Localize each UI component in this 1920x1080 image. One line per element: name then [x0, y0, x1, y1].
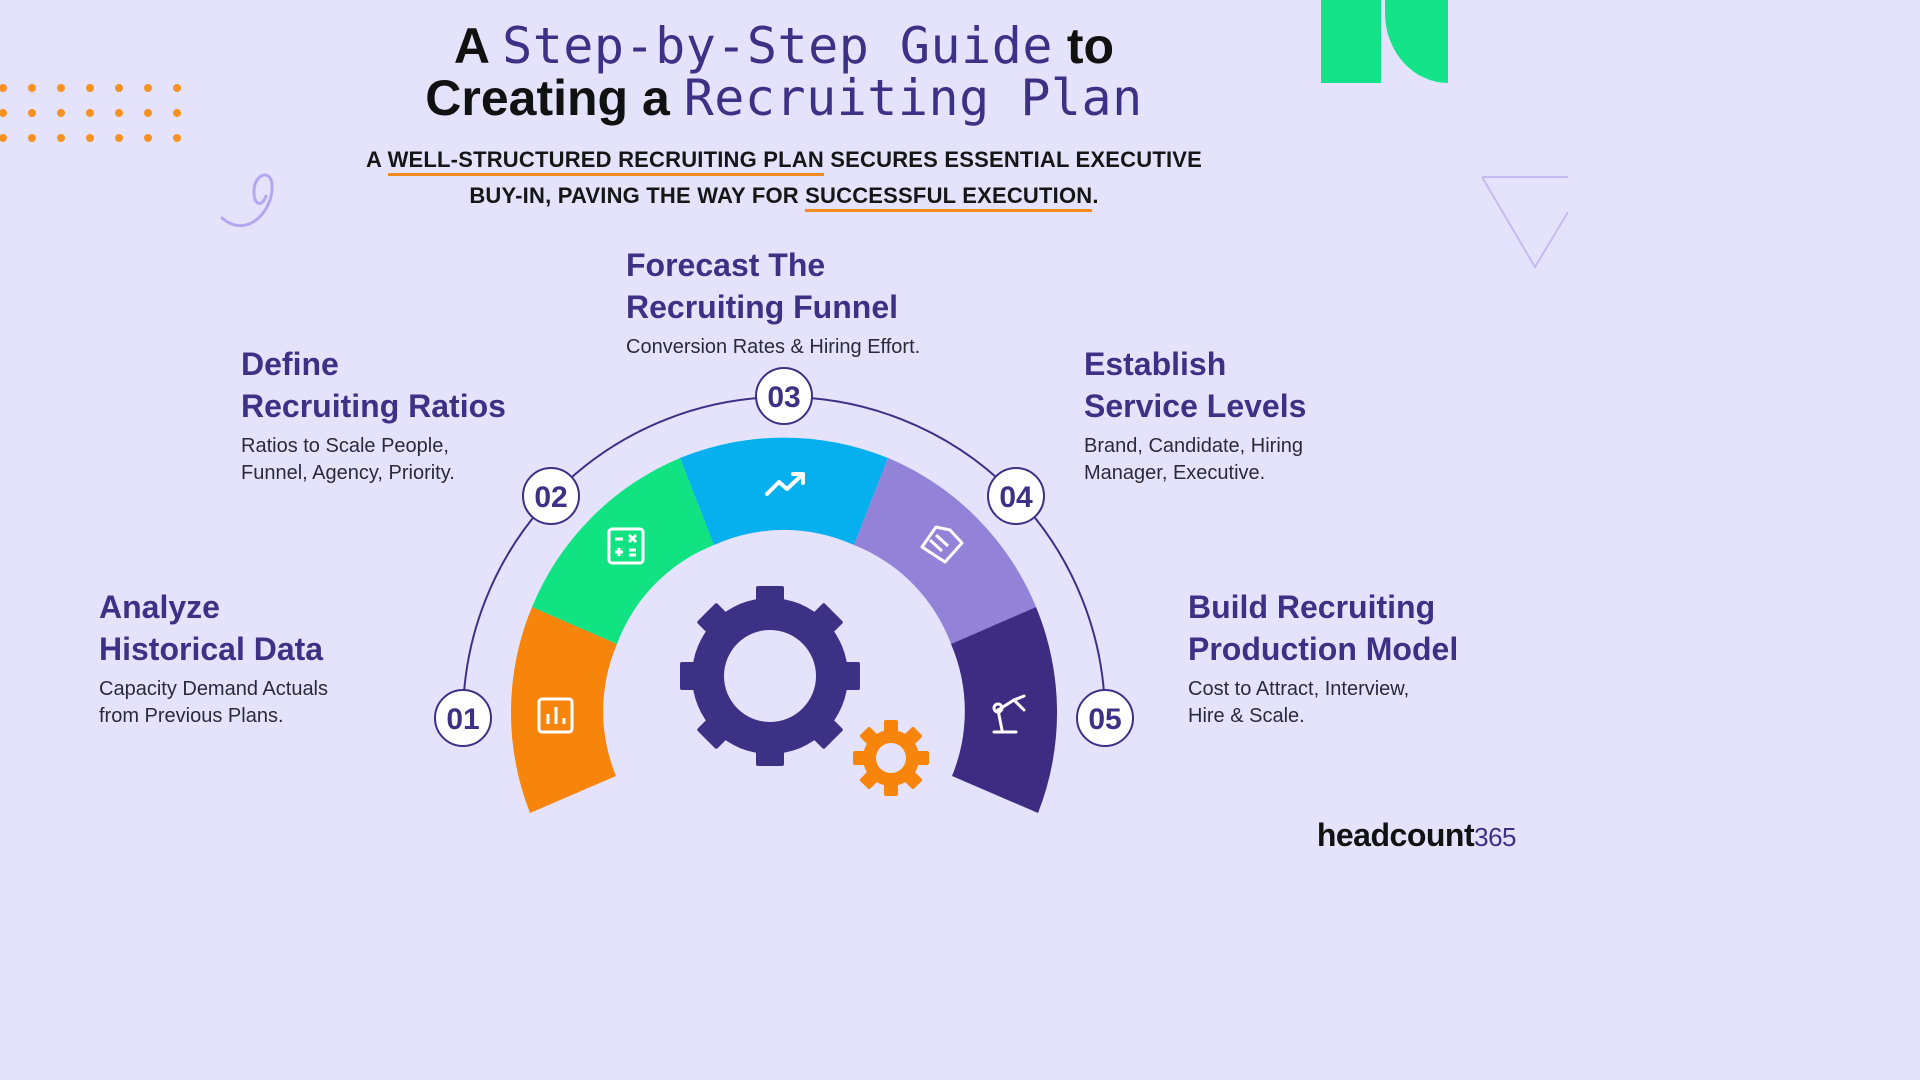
title-text: Creating a — [425, 70, 670, 126]
svg-text:05: 05 — [1088, 703, 1121, 736]
step-description: Conversion Rates & Hiring Effort. — [626, 336, 921, 358]
arc-diagram: 01 02 03 04 05 — [434, 367, 1134, 813]
title-text: to — [1066, 18, 1115, 74]
title-accent: Step-by-Step Guide — [502, 17, 1053, 75]
subtitle: A WELL-STRUCTURED RECRUITING PLAN SECURE… — [0, 142, 1568, 214]
orange-dot-grid — [0, 84, 181, 142]
small-gear-icon — [853, 720, 929, 796]
svg-text:01: 01 — [446, 703, 479, 736]
svg-text:04: 04 — [999, 481, 1033, 514]
step-number-04: 04 — [987, 467, 1045, 525]
trending-up-icon — [765, 472, 805, 496]
handshake-icon — [920, 525, 964, 564]
step-number-01: 01 — [434, 689, 492, 747]
brand-suffix: 365 — [1474, 822, 1516, 852]
subtitle-text: SECURES ESSENTIAL EXECUTIVE — [830, 147, 1203, 172]
calculator-icon — [607, 527, 645, 565]
subtitle-text: BUY-IN, PAVING THE WAY FOR — [469, 183, 799, 208]
step-number-02: 02 — [522, 467, 580, 525]
triangle-decoration — [1481, 176, 1568, 269]
subtitle-highlight: SUCCESSFUL EXECUTION — [805, 183, 1093, 212]
svg-text:03: 03 — [767, 381, 800, 414]
squiggle-decoration — [220, 173, 274, 227]
brand-logo: headcount365 — [1316, 817, 1517, 854]
segment-01 — [510, 607, 617, 813]
subtitle-text: A — [365, 147, 382, 172]
segment-05 — [951, 607, 1058, 813]
green-logo-shape — [1321, 0, 1448, 83]
large-gear-icon — [680, 586, 860, 766]
step-number-05: 05 — [1076, 689, 1134, 747]
segment-04 — [854, 458, 1036, 644]
subtitle-highlight: WELL-STRUCTURED RECRUITING PLAN — [387, 147, 824, 176]
step-description: Ratios to Scale People,Funnel, Agency, P… — [241, 435, 455, 484]
svg-text:02: 02 — [534, 481, 567, 514]
brand-name: headcount — [1316, 817, 1475, 853]
robot-arm-icon — [992, 694, 1026, 734]
subtitle-text: . — [1092, 183, 1099, 208]
bar-chart-icon — [537, 697, 574, 734]
title-text: A — [453, 18, 489, 74]
step-number-03: 03 — [755, 367, 813, 425]
title-accent: Recruiting Plan — [683, 69, 1143, 127]
step-description: Cost to Attract, Interview,Hire & Scale. — [1188, 678, 1410, 727]
decorations — [0, 0, 1568, 269]
page-title: A Step-by-Step Guide to Creating a Recru… — [0, 20, 1568, 124]
segment-03 — [680, 437, 888, 545]
